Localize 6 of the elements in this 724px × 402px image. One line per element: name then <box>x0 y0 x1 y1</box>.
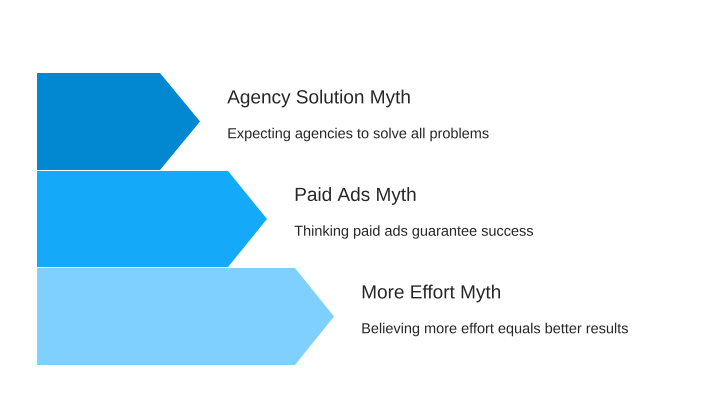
heading-text: More Effort Myth <box>362 284 500 302</box>
description-text: Expecting agencies to solve all problems <box>228 128 489 142</box>
heading-text: Paid Ads Myth <box>296 187 416 205</box>
description-text: Believing more effort equals better results <box>362 322 628 336</box>
heading-text: Agency Solution Myth <box>227 90 410 108</box>
description-text: Thinking paid ads guarantee success <box>294 225 534 239</box>
